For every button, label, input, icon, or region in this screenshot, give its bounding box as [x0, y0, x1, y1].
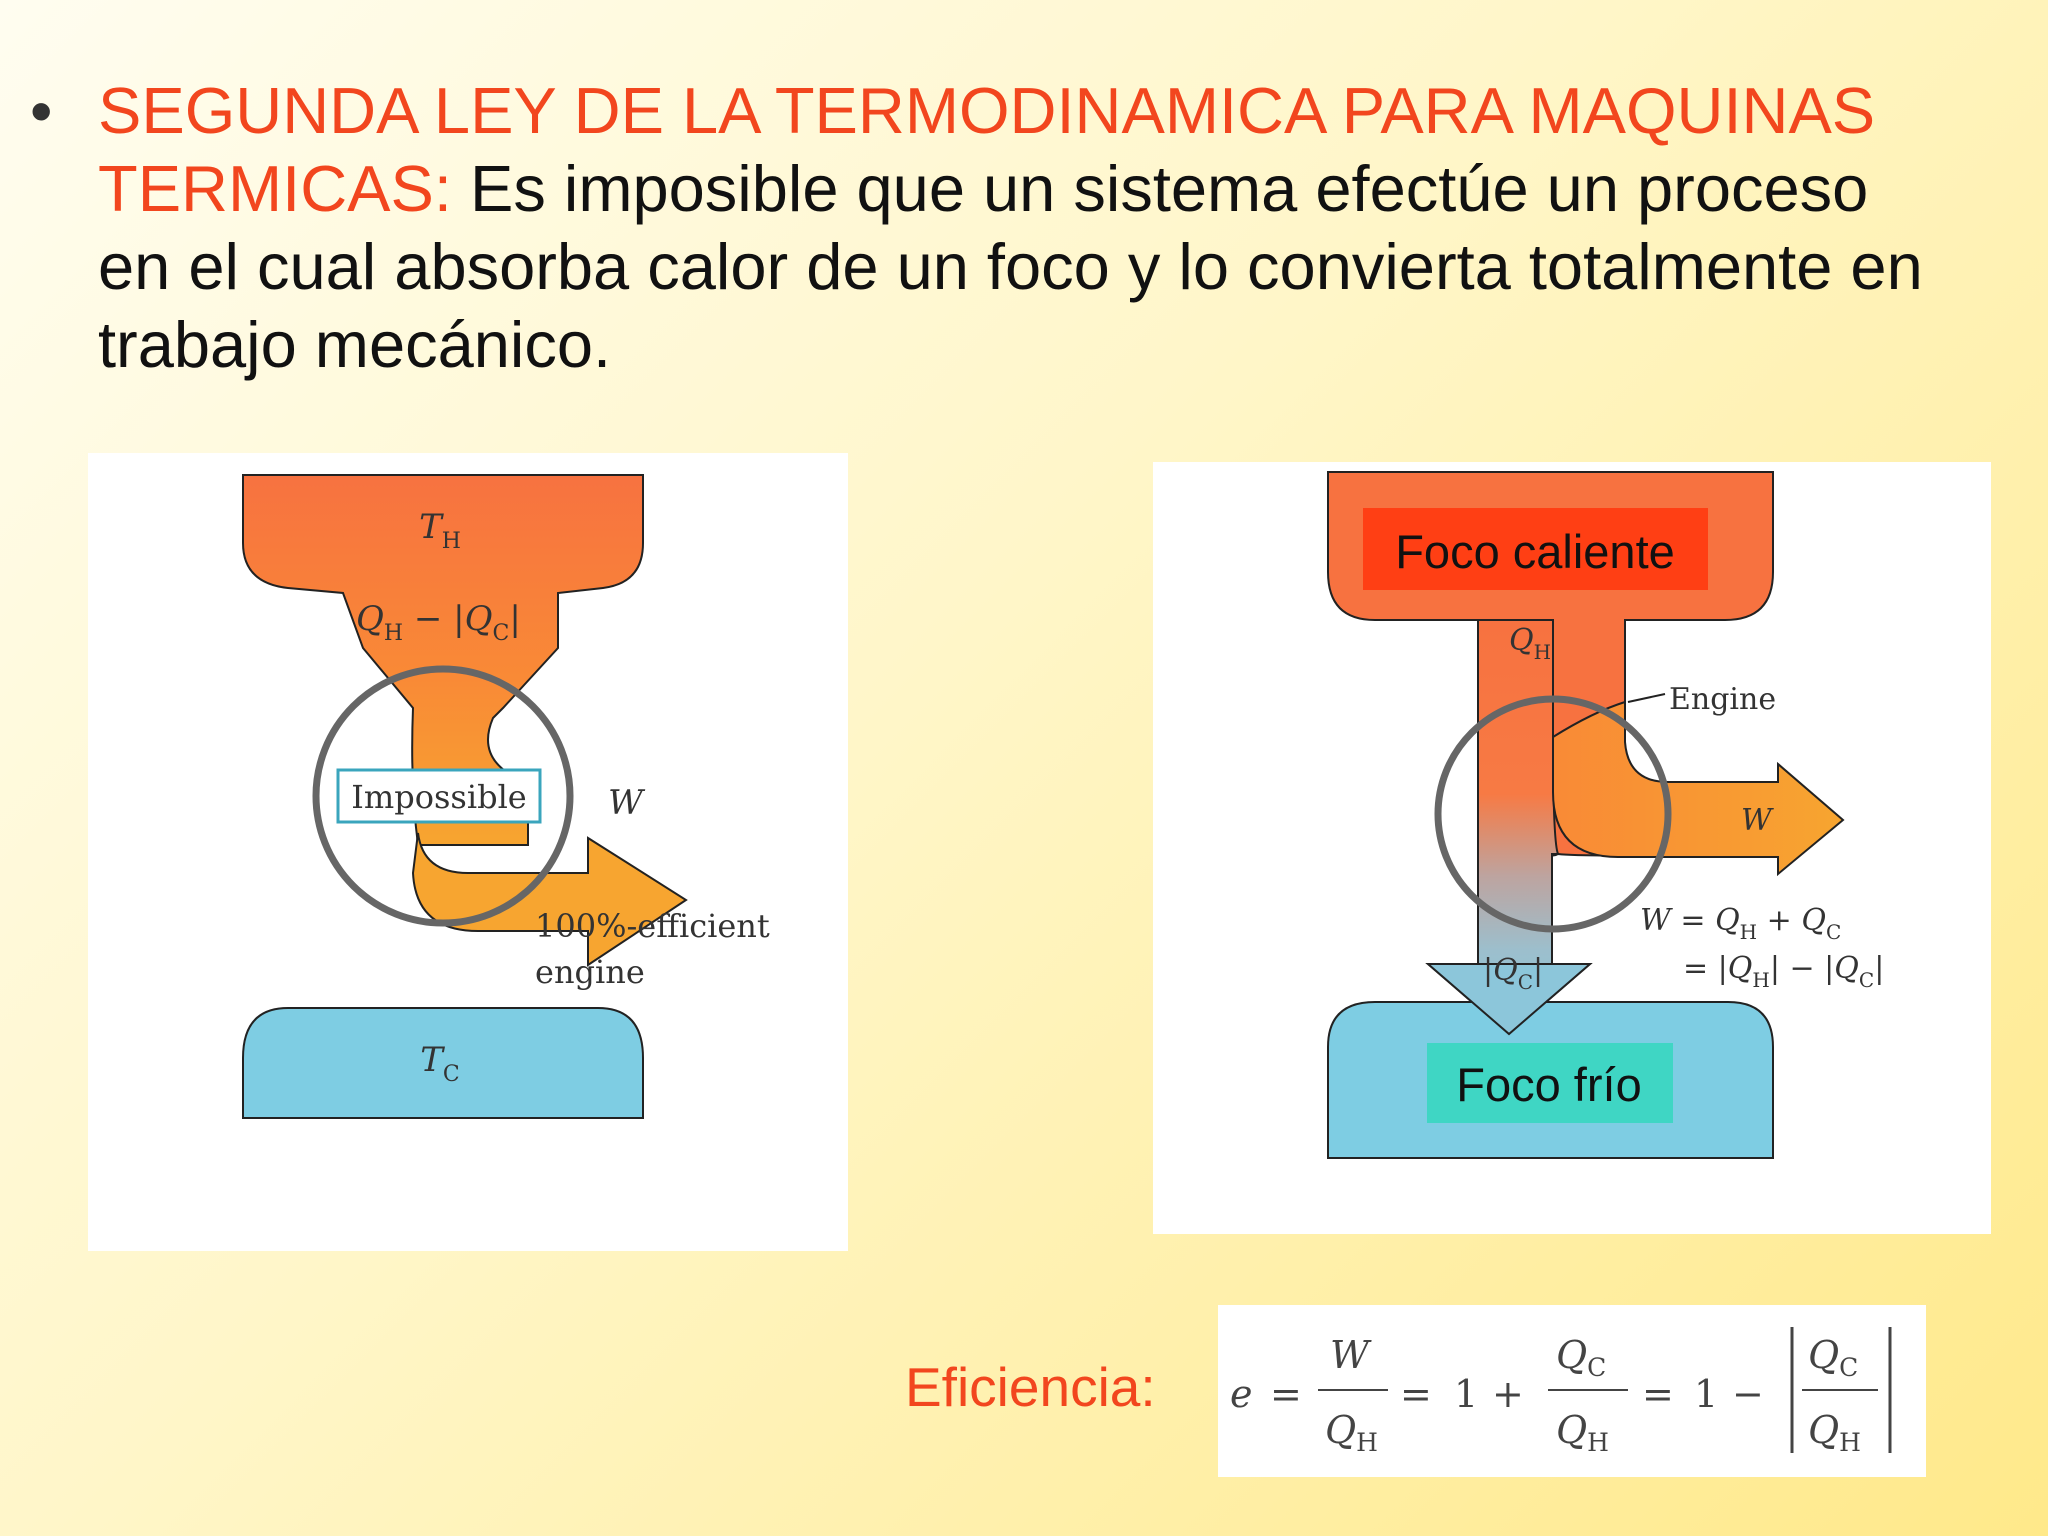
engine-circle — [1434, 695, 1672, 933]
cold-temp-label: TC — [420, 1040, 460, 1087]
formula-e: e — [1230, 1372, 1253, 1416]
work-label: W — [1741, 803, 1774, 838]
eq2-pre: = | — [1683, 951, 1728, 986]
eq2-qh: Q — [1728, 951, 1753, 986]
efficiency-formula-svg: e = W QH = 1 + QC QH = 1 − QC QH — [1230, 1327, 1892, 1457]
formula-h-1: H — [1356, 1428, 1378, 1457]
bullet-dot: • — [30, 75, 53, 147]
formula-qh-1: QH — [1325, 1408, 1378, 1457]
engine-caption-line1: 100%-efficient — [535, 907, 770, 945]
net-heat-q-sub: H — [384, 621, 403, 646]
qc-label: |QC| — [1483, 953, 1543, 994]
hot-box — [1363, 508, 1708, 590]
efficiency-label: Eficiencia: — [905, 1356, 1156, 1418]
formula-eq-2: = — [1400, 1372, 1432, 1416]
formula-h-3: H — [1839, 1428, 1861, 1457]
qc-letter: Q — [1493, 953, 1518, 988]
impossible-engine-diagram: Impossible TH QH − |QC| W 100%-efficient… — [88, 453, 848, 1251]
formula-qh-2: QH — [1556, 1408, 1609, 1457]
efficiency-formula: e = W QH = 1 + QC QH = 1 − QC QH — [1218, 1305, 1926, 1477]
qc-bar-right: | — [1533, 953, 1543, 988]
heading-body-1: Es imposible que un sistema efectúe un p… — [451, 152, 1869, 225]
heading-line-2: TERMICAS: Es imposible que un sistema ef… — [98, 150, 2048, 228]
heading-text: SEGUNDA LEY DE LA TERMODINAMICA PARA MAQ… — [98, 72, 2048, 384]
hot-box-label: Foco caliente — [1395, 525, 1675, 578]
formula-eq-3: = — [1642, 1372, 1674, 1416]
eq2-qh-sub: H — [1752, 968, 1769, 992]
work-arrow-shape — [411, 832, 688, 967]
formula-eq-1: = — [1270, 1372, 1302, 1416]
heading-highlight-1: SEGUNDA LEY DE LA TERMODINAMICA PARA MAQ… — [98, 74, 1876, 147]
cold-temp-sub: C — [443, 1062, 460, 1087]
heading-highlight-2: TERMICAS: — [98, 152, 452, 225]
formula-q-4: Q — [1808, 1333, 1839, 1377]
formula-one-2: 1 — [1694, 1372, 1718, 1416]
net-heat-qc: Q — [465, 599, 493, 639]
heading-line-3: en el cual absorba calor de un foco y lo… — [98, 230, 1923, 303]
cold-temp-letter: T — [420, 1040, 445, 1080]
formula-qc-2: QC — [1556, 1333, 1606, 1382]
formula-h-2: H — [1587, 1428, 1609, 1457]
work-equation-line2: = |QH| − |QC| — [1683, 951, 1884, 992]
real-engine-svg: Foco caliente QH Engine W |QC| W = QH + … — [1327, 471, 1884, 1159]
formula-q-3: Q — [1556, 1408, 1587, 1452]
formula-minus: − — [1732, 1372, 1764, 1416]
net-heat-q: Q — [356, 599, 384, 639]
eq2-post: | — [1874, 951, 1884, 986]
qc-bar-left: | — [1483, 953, 1493, 988]
eq1-qh: Q — [1715, 903, 1740, 938]
eq1-mid: = — [1671, 903, 1715, 938]
impossible-engine-svg: Impossible TH QH − |QC| W 100%-efficient… — [242, 474, 770, 1119]
qc-sub: C — [1518, 970, 1533, 994]
qh-letter: Q — [1509, 623, 1534, 658]
formula-one-1: 1 — [1454, 1372, 1478, 1416]
cold-heat-arrowhead — [1425, 963, 1593, 1036]
net-heat-minus: − | — [403, 599, 465, 639]
qh-sub: H — [1534, 640, 1551, 664]
eq1-qc-sub: C — [1826, 920, 1841, 944]
qh-label: QH — [1509, 623, 1551, 664]
formula-qh-3: QH — [1808, 1408, 1861, 1457]
engine-pointer-line — [1627, 693, 1666, 703]
eq1-qh-sub: H — [1740, 920, 1757, 944]
formula-q-1: Q — [1325, 1408, 1356, 1452]
engine-caption-line2: engine — [535, 953, 645, 991]
engine-circle — [312, 665, 574, 927]
real-engine-diagram: Foco caliente QH Engine W |QC| W = QH + … — [1153, 462, 1991, 1234]
hot-temp-letter: T — [419, 507, 444, 547]
formula-q-2: Q — [1556, 1333, 1587, 1377]
formula-plus: + — [1492, 1372, 1524, 1416]
eq1-plus: + — [1757, 903, 1801, 938]
formula-qc-3: QC — [1808, 1333, 1858, 1382]
cold-box — [1427, 1043, 1673, 1123]
impossible-label-box — [336, 768, 542, 824]
formula-c-3: C — [1839, 1353, 1858, 1382]
eq1-qc: Q — [1801, 903, 1826, 938]
formula-q-5: Q — [1808, 1408, 1839, 1452]
net-heat-label: QH − |QC| — [356, 599, 521, 646]
hot-temp-sub: H — [442, 529, 461, 554]
hot-temp-label: TH — [419, 507, 461, 554]
work-equation-line1: W = QH + QC — [1640, 903, 1841, 944]
formula-w: W — [1330, 1333, 1372, 1377]
work-arrow-shape — [1552, 700, 1845, 877]
eq2-mid: | − | — [1770, 951, 1834, 986]
net-heat-bar: | — [509, 599, 520, 639]
heading-line-1: SEGUNDA LEY DE LA TERMODINAMICA PARA MAQ… — [98, 72, 2048, 150]
cold-reservoir-shape — [242, 1007, 644, 1119]
formula-c-2: C — [1587, 1353, 1606, 1382]
cold-box-label: Foco frío — [1456, 1058, 1641, 1111]
eq2-qc-sub: C — [1859, 968, 1874, 992]
heading-line-4: trabajo mecánico. — [98, 308, 612, 381]
work-label: W — [608, 783, 646, 823]
impossible-label: Impossible — [351, 778, 526, 816]
net-heat-qc-sub: C — [493, 621, 510, 646]
eq1-w: W — [1640, 903, 1673, 938]
eq2-qc: Q — [1834, 951, 1859, 986]
engine-label: Engine — [1669, 682, 1776, 717]
hot-reservoir-shape — [242, 474, 644, 846]
